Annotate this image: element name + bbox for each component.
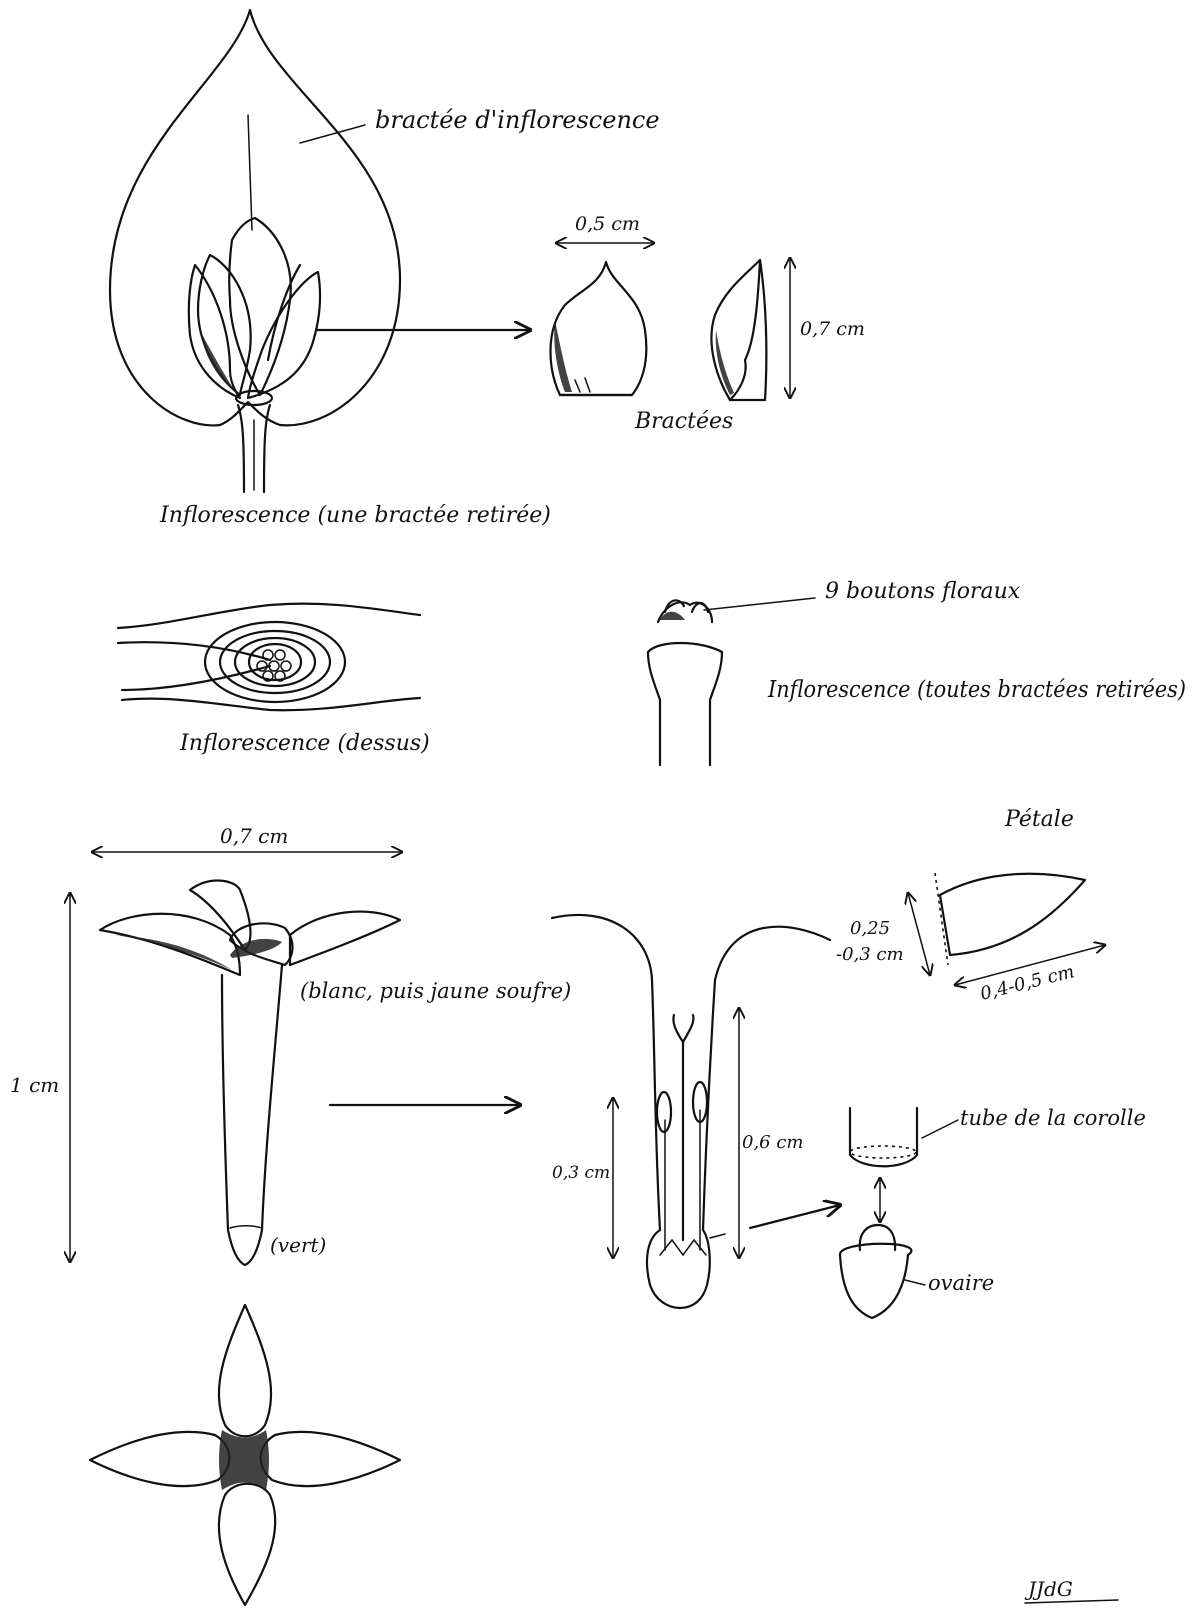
label-bract-height: 0,7 cm xyxy=(800,318,865,340)
label-corolla-tube: tube de la corolle xyxy=(960,1106,1146,1130)
label-ovary: ovaire xyxy=(928,1271,994,1295)
label-inflorescence-one-bract: Inflorescence (une bractée retirée) xyxy=(159,503,551,528)
petal-width-arrow xyxy=(908,893,930,975)
bract-side-drawing xyxy=(711,260,766,400)
label-flower-width: 0,7 cm xyxy=(220,824,288,848)
inflorescence-top-view-drawing xyxy=(118,604,420,711)
label-inflorescence-all-bracts: Inflorescence (toutes bractées retirées) xyxy=(767,677,1186,703)
label-petal: Pétale xyxy=(1004,807,1074,832)
label-inflorescence-top: Inflorescence (dessus) xyxy=(179,731,430,756)
corolla-tube-drawing xyxy=(850,1108,958,1166)
flower-top-drawing xyxy=(90,1305,400,1605)
label-bract-width: 0,5 cm xyxy=(575,213,640,235)
signature: JJdG xyxy=(1024,1577,1073,1601)
ovary-drawing xyxy=(840,1225,925,1318)
label-petal-length: 0,4-0,5 cm xyxy=(978,961,1076,1005)
flower-section-drawing xyxy=(552,915,840,1308)
bract-front-drawing xyxy=(550,262,646,395)
petal-drawing xyxy=(908,873,1105,985)
label-bracts: Bractées xyxy=(634,409,733,434)
label-nine-buds: 9 boutons floraux xyxy=(825,579,1021,604)
label-stamen-height: 0,3 cm xyxy=(552,1163,610,1183)
label-petal-width-b: -0,3 cm xyxy=(836,944,904,965)
inflorescence-with-bract-drawing xyxy=(110,10,530,492)
label-flower-color: (blanc, puis jaune soufre) xyxy=(300,979,571,1003)
label-petal-width-a: 0,25 xyxy=(850,918,890,939)
label-style-height: 0,6 cm xyxy=(742,1132,804,1153)
label-green: (vert) xyxy=(270,1233,326,1257)
flower-side-drawing xyxy=(70,852,520,1265)
label-flower-height: 1 cm xyxy=(10,1073,59,1097)
label-bract-inflorescence: bractée d'inflorescence xyxy=(375,106,660,134)
